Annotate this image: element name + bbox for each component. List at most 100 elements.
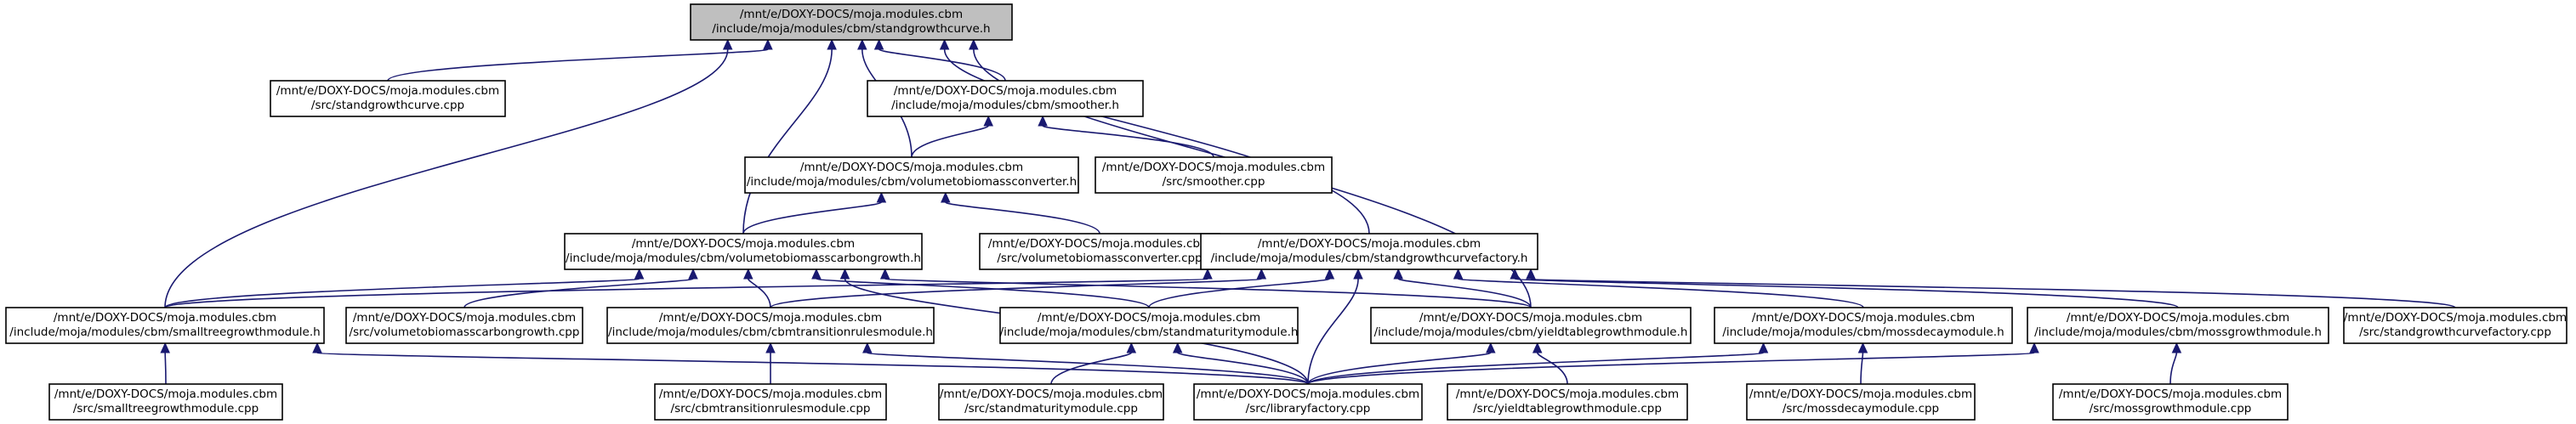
- edge-arrowhead: [763, 38, 773, 50]
- node-path-line: /mnt/e/DOXY-DOCS/moja.modules.cbm: [940, 387, 1163, 401]
- file-node-stg-cpp[interactable]: /mnt/e/DOXY-DOCS/moja.modules.cbm/src/sm…: [48, 383, 283, 421]
- node-path-line: /mnt/e/DOXY-DOCS/moja.modules.cbm: [2344, 311, 2567, 325]
- edge-smoother_h-to-sgc_h: [873, 38, 1006, 82]
- file-node-ytg-cpp[interactable]: /mnt/e/DOXY-DOCS/moja.modules.cbm/src/yi…: [1447, 383, 1688, 421]
- edge-lf_cpp-to-ytg_h: [1307, 342, 1496, 385]
- edge-arrowhead: [876, 191, 887, 203]
- node-path-line: /mnt/e/DOXY-DOCS/moja.modules.cbm: [659, 387, 882, 401]
- edge-stg_h-to-sgcf_h: [164, 268, 1213, 308]
- edge-line: [1307, 352, 1765, 385]
- edge-sgc_cpp-to-sgc_h: [387, 38, 773, 82]
- file-node-ctr-h[interactable]: /mnt/e/DOXY-DOCS/moja.modules.cbm/includ…: [606, 307, 935, 344]
- edge-line: [1307, 278, 1359, 385]
- edge-line: [911, 125, 989, 158]
- node-file-line: /src/standgrowthcurvefactory.cpp: [2359, 325, 2551, 339]
- edge-stg_h-to-vbcg_h: [164, 268, 645, 308]
- edge-mg_cpp-to-mg_h: [2169, 342, 2182, 385]
- node-path-line: /mnt/e/DOXY-DOCS/moja.modules.cbm: [632, 237, 855, 251]
- file-node-sm-cpp[interactable]: /mnt/e/DOXY-DOCS/moja.modules.cbm/src/st…: [938, 383, 1164, 421]
- file-node-sgc-cpp[interactable]: /mnt/e/DOXY-DOCS/moja.modules.cbm/src/st…: [270, 80, 506, 117]
- node-path-line: /mnt/e/DOXY-DOCS/moja.modules.cbm: [1197, 387, 1419, 401]
- file-node-sm-h[interactable]: /mnt/e/DOXY-DOCS/moja.modules.cbm/includ…: [999, 307, 1299, 344]
- node-path-line: /mnt/e/DOXY-DOCS/moja.modules.cbm: [1456, 387, 1679, 401]
- file-node-mg-cpp[interactable]: /mnt/e/DOXY-DOCS/moja.modules.cbm/src/mo…: [2052, 383, 2289, 421]
- edge-line: [742, 201, 883, 235]
- node-box: [2052, 383, 2289, 421]
- node-path-line: /mnt/e/DOXY-DOCS/moja.modules.cbm: [1102, 161, 1325, 174]
- node-box: [606, 307, 935, 344]
- node-path-line: /mnt/e/DOXY-DOCS/moja.modules.cbm: [2059, 387, 2282, 401]
- file-node-smoother-h[interactable]: /mnt/e/DOXY-DOCS/moja.modules.cbm/includ…: [867, 80, 1144, 117]
- edge-arrowhead: [983, 115, 993, 127]
- edge-line: [164, 352, 167, 385]
- edge-arrowhead: [1857, 342, 1868, 353]
- edge-arrowhead: [879, 268, 890, 280]
- node-box: [744, 156, 1079, 194]
- node-file-line: /src/cbmtransitionrulesmodule.cpp: [671, 402, 871, 416]
- edge-arrowhead: [873, 38, 884, 50]
- file-node-mg-h[interactable]: /mnt/e/DOXY-DOCS/moja.modules.cbm/includ…: [2027, 307, 2329, 344]
- file-node-vbcg-cpp[interactable]: /mnt/e/DOXY-DOCS/moja.modules.cbm/src/vo…: [345, 307, 583, 344]
- node-box: [654, 383, 887, 421]
- node-box: [999, 307, 1299, 344]
- file-node-stg-h[interactable]: /mnt/e/DOXY-DOCS/moja.modules.cbm/includ…: [5, 307, 325, 344]
- edge-line: [1536, 352, 1568, 385]
- node-file-line: /include/moja/modules/cbm/mossdecaymodul…: [1722, 325, 2004, 339]
- edge-line: [1307, 352, 1492, 385]
- node-file-line: /src/volumetobiomassconverter.cpp: [997, 252, 1202, 265]
- edge-arrowhead: [839, 268, 850, 280]
- node-path-line: /mnt/e/DOXY-DOCS/moja.modules.cbm: [894, 84, 1117, 98]
- file-node-vbc-cpp[interactable]: /mnt/e/DOXY-DOCS/moja.modules.cbm/src/vo…: [979, 233, 1220, 270]
- edge-arrowhead: [1532, 342, 1543, 353]
- edge-arrowhead: [634, 268, 645, 280]
- node-file-line: /include/moja/modules/cbm/cbmtransitionr…: [608, 325, 933, 339]
- node-layer: /mnt/e/DOXY-DOCS/moja.modules.cbm/includ…: [5, 3, 2567, 421]
- edge-arrowhead: [2029, 342, 2039, 353]
- file-node-md-h[interactable]: /mnt/e/DOXY-DOCS/moja.modules.cbm/includ…: [1714, 307, 2013, 344]
- edge-ctr_cpp-to-ctr_h: [765, 342, 776, 384]
- node-box: [1746, 383, 1976, 421]
- node-box: [5, 307, 325, 344]
- edge-line: [164, 278, 1208, 308]
- node-path-line: /mnt/e/DOXY-DOCS/moja.modules.cbm: [1419, 311, 1642, 325]
- file-node-ctr-cpp[interactable]: /mnt/e/DOXY-DOCS/moja.modules.cbm/src/cb…: [654, 383, 887, 421]
- node-file-line: /include/moja/modules/cbm/standgrowthcur…: [1211, 252, 1528, 265]
- edge-arrowhead: [811, 268, 822, 280]
- file-node-md-cpp[interactable]: /mnt/e/DOXY-DOCS/moja.modules.cbm/src/mo…: [1746, 383, 1976, 421]
- edge-arrowhead: [1353, 268, 1363, 280]
- edge-smoother_cpp-to-smoother_h: [1038, 115, 1214, 158]
- edge-arrowhead: [1526, 268, 1536, 280]
- file-node-sgcf-h[interactable]: /mnt/e/DOXY-DOCS/moja.modules.cbm/includ…: [1200, 233, 1538, 270]
- node-box: [1714, 307, 2013, 344]
- file-node-vbcg-h[interactable]: /mnt/e/DOXY-DOCS/moja.modules.cbm/includ…: [564, 233, 923, 270]
- edge-line: [878, 48, 1006, 82]
- edge-line: [944, 201, 1100, 235]
- node-box: [938, 383, 1164, 421]
- node-file-line: /src/yieldtablegrowthmodule.cpp: [1473, 402, 1662, 416]
- edge-arrowhead: [1324, 268, 1335, 280]
- node-box: [1370, 307, 1692, 344]
- edge-arrowhead: [857, 38, 867, 50]
- file-node-ytg-h[interactable]: /mnt/e/DOXY-DOCS/moja.modules.cbm/includ…: [1370, 307, 1692, 344]
- file-node-lf-cpp[interactable]: /mnt/e/DOXY-DOCS/moja.modules.cbm/src/li…: [1193, 383, 1423, 421]
- edge-lf_cpp-to-mg_h: [1307, 342, 2039, 385]
- edge-arrowhead: [1510, 268, 1520, 280]
- node-file-line: /include/moja/modules/cbm/standgrowthcur…: [712, 22, 990, 36]
- edge-arrowhead: [1256, 268, 1267, 280]
- edge-ytg_h-to-vbcg_h: [879, 268, 1532, 308]
- file-node-sgcf-cpp[interactable]: /mnt/e/DOXY-DOCS/moja.modules.cbm/src/st…: [2343, 307, 2567, 344]
- edge-line: [1860, 352, 1864, 385]
- node-path-line: /mnt/e/DOXY-DOCS/moja.modules.cbm: [659, 311, 882, 325]
- edge-stg_h-to-sgc_h: [164, 38, 733, 308]
- node-path-line: /mnt/e/DOXY-DOCS/moja.modules.cbm: [988, 237, 1211, 251]
- node-file-line: /src/smoother.cpp: [1163, 175, 1265, 189]
- node-box: [564, 233, 923, 270]
- file-node-vbc-h[interactable]: /mnt/e/DOXY-DOCS/moja.modules.cbm/includ…: [744, 156, 1079, 194]
- node-box: [2027, 307, 2329, 344]
- edge-arrowhead: [722, 38, 733, 50]
- edge-line: [164, 278, 640, 308]
- node-box: [1447, 383, 1688, 421]
- file-node-smoother-cpp[interactable]: /mnt/e/DOXY-DOCS/moja.modules.cbm/src/sm…: [1095, 156, 1333, 194]
- edge-sgcf_cpp-to-sgcf_h: [1526, 268, 2456, 308]
- edge-line: [164, 48, 729, 308]
